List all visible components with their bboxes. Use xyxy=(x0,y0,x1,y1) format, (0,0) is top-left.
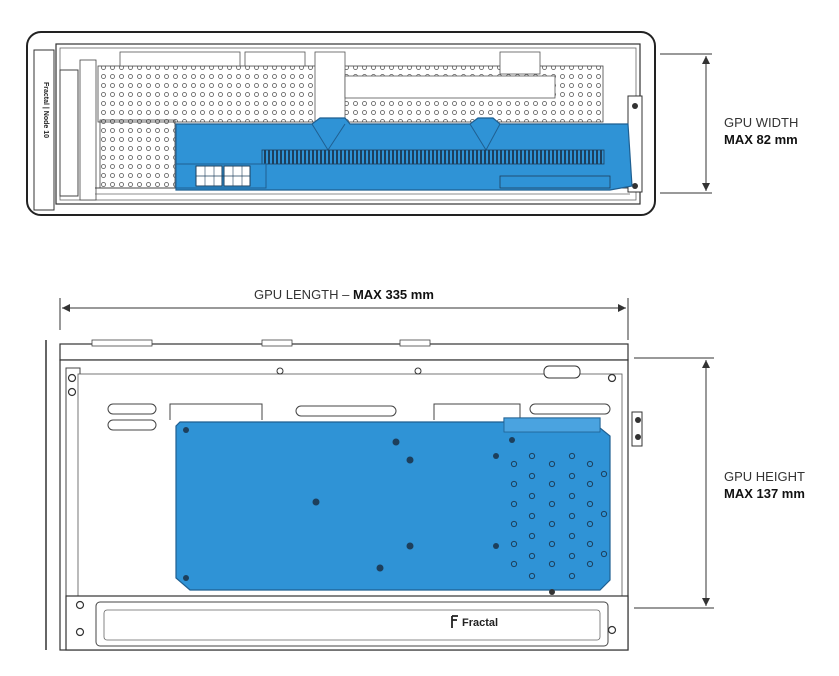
side-view: Fractal xyxy=(45,298,714,651)
top-view: Fractal | Node 10 xyxy=(26,31,712,216)
bottom-brand-text: Fractal xyxy=(462,617,498,629)
gpu-length-value: MAX 335 mm xyxy=(352,287,434,302)
gpu-length-title: GPU LENGTH – xyxy=(254,287,353,302)
gpu-height-value: MAX 137 mm xyxy=(724,486,805,501)
gpu-side-view xyxy=(175,417,611,591)
side-brand-text: Fractal | Node 10 xyxy=(42,82,49,138)
gpu-height-label: GPU HEIGHT MAX 137 mm xyxy=(724,468,805,502)
gpu-width-label: GPU WIDTH MAX 82 mm xyxy=(724,114,798,148)
gpu-length-label: GPU LENGTH – MAX 335 mm xyxy=(254,286,434,303)
gpu-top-view xyxy=(175,117,633,191)
gpu-width-value: MAX 82 mm xyxy=(724,132,798,147)
gpu-height-title: GPU HEIGHT xyxy=(724,469,805,484)
gpu-width-title: GPU WIDTH xyxy=(724,115,799,130)
